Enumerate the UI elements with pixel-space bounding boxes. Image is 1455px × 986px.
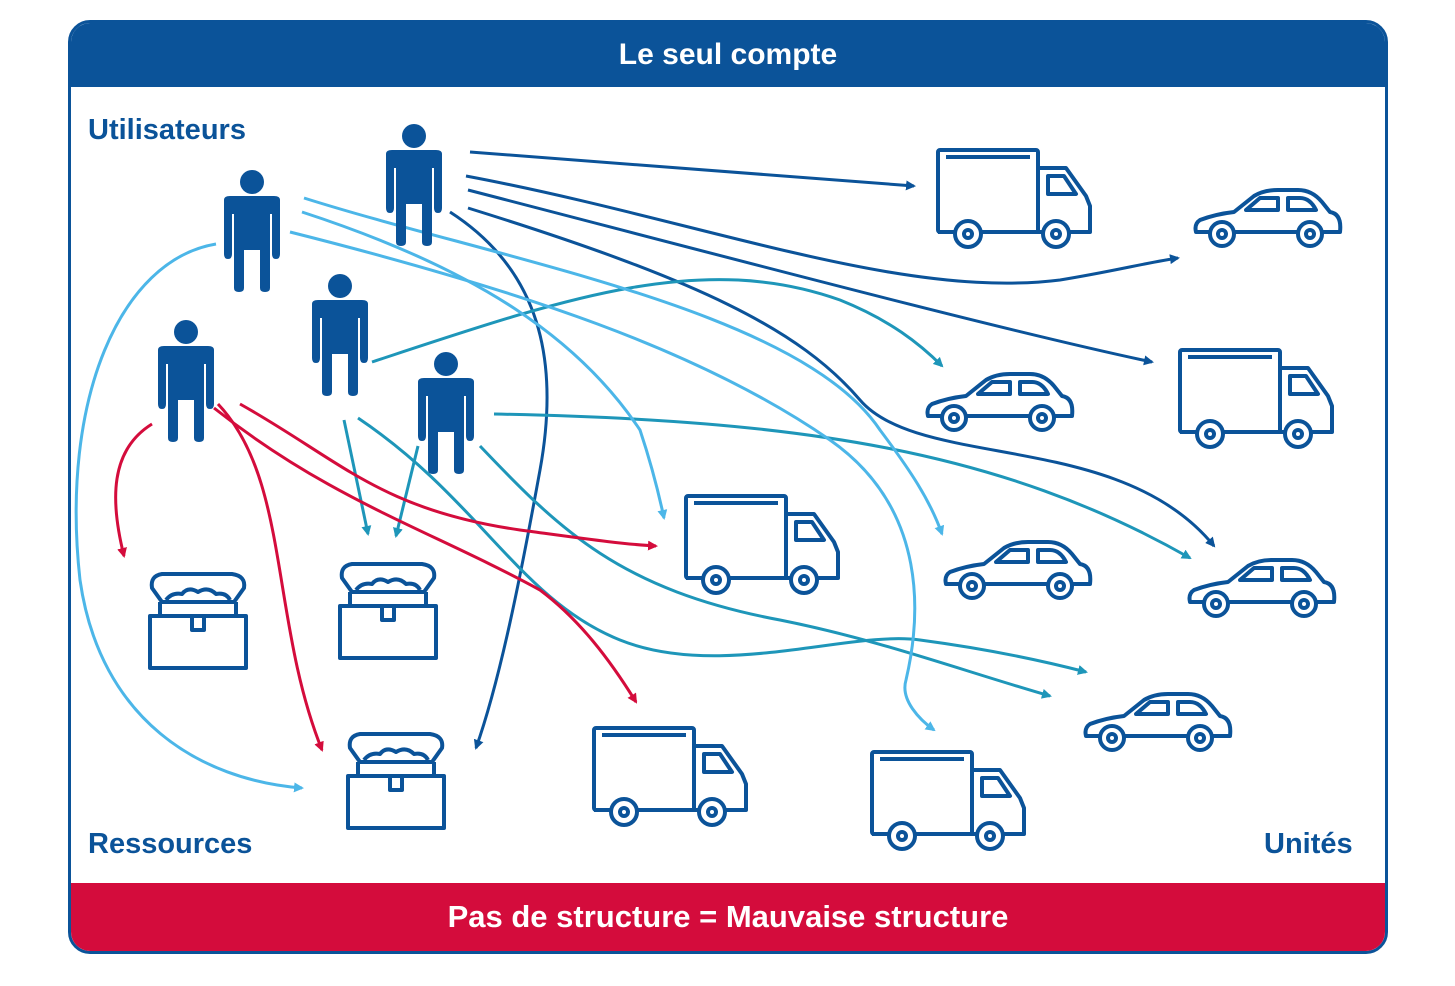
arrow-dark [465, 174, 1180, 285]
truck-icon [1178, 348, 1334, 449]
arrow-red [213, 406, 638, 704]
car-icon [1193, 188, 1343, 248]
arrow-red [114, 422, 153, 558]
arrow-dark [467, 206, 1216, 548]
arrow-red [239, 402, 658, 551]
arrow-mid [393, 445, 420, 538]
header-title: Le seul compte [71, 23, 1385, 87]
units-label: Unités [1264, 828, 1353, 860]
arrow-light [303, 196, 945, 536]
users-label: Utilisateurs [88, 114, 246, 146]
arrow-red [216, 402, 324, 752]
truck-icon [684, 494, 840, 595]
car-icon [1083, 692, 1233, 752]
arrow-mid [478, 444, 1052, 699]
footer-caption: Pas de structure = Mauvaise structure [71, 883, 1385, 951]
arrow-dark [469, 150, 916, 191]
arrow-dark [449, 210, 549, 750]
arrow-light [74, 242, 304, 793]
car-icon [925, 372, 1075, 432]
diagram-frame: Le seul compte Pas de structure = Mauvai… [68, 20, 1388, 954]
treasure-chest-icon [346, 732, 446, 830]
person-icon [158, 320, 214, 442]
arrow-mid [493, 412, 1192, 560]
arrow-mid [371, 278, 944, 368]
person-icon [386, 124, 442, 246]
treasure-chest-icon [148, 572, 248, 670]
truck-icon [870, 750, 1026, 851]
person-icon [418, 352, 474, 474]
arrow-light [289, 230, 936, 732]
arrow-dark [467, 188, 1154, 366]
car-icon [943, 540, 1093, 600]
person-icon [224, 170, 280, 292]
arrow-mid [357, 416, 1088, 675]
arrow-light [301, 210, 668, 520]
resources-label: Ressources [88, 828, 253, 860]
treasure-chest-icon [338, 562, 438, 660]
truck-icon [592, 726, 748, 827]
truck-icon [936, 148, 1092, 249]
person-icon [312, 274, 368, 396]
car-icon [1187, 558, 1337, 618]
